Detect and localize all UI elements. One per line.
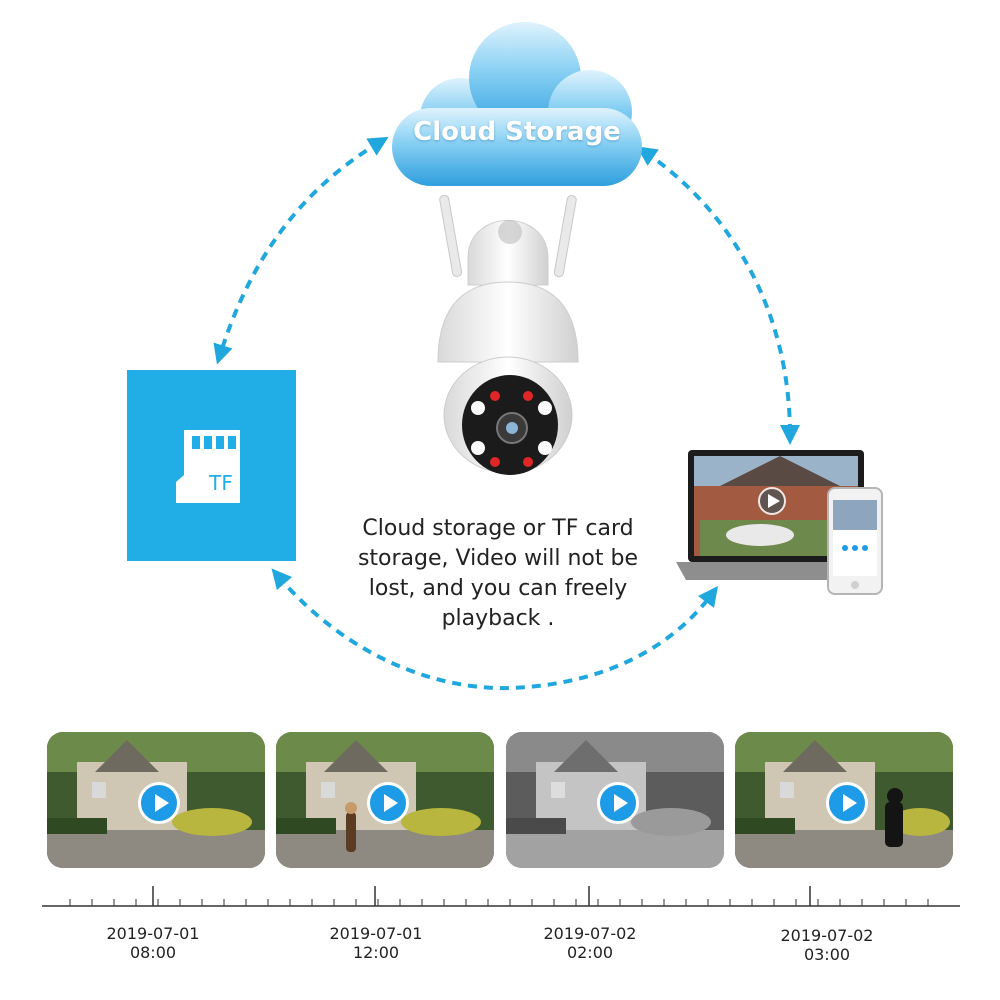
caption-line: lost, and you can freely — [368, 576, 628, 601]
video-thumbnail-4[interactable] — [735, 732, 953, 868]
timeline-date: 2019-07-01 — [106, 924, 200, 943]
house-scene-image — [276, 732, 494, 868]
video-thumbnail-1[interactable] — [47, 732, 265, 868]
arrow-cloud-to-tf — [213, 136, 389, 365]
timeline-time: 02:00 — [566, 943, 614, 962]
timeline-label-4: 2019-07-02 03:00 — [757, 926, 897, 964]
caption-line: playback . — [441, 606, 555, 631]
timeline-axis — [42, 886, 960, 907]
timeline-label-2: 2019-07-01 12:00 — [306, 924, 446, 962]
tf-card-label: TF — [209, 471, 233, 495]
timeline-time: 08:00 — [129, 943, 177, 962]
video-thumbnail-3[interactable] — [506, 732, 724, 868]
tf-card-tile — [127, 370, 296, 561]
video-thumbnail-2[interactable] — [276, 732, 494, 868]
timeline-date: 2019-07-02 — [543, 924, 637, 943]
play-icon[interactable] — [138, 782, 180, 824]
timeline-label-3: 2019-07-02 02:00 — [520, 924, 660, 962]
timeline-time: 12:00 — [352, 943, 400, 962]
camera-icon — [437, 194, 579, 475]
caption-line: storage, Video will not be — [357, 546, 639, 571]
timeline-date: 2019-07-01 — [329, 924, 423, 943]
timeline-time: 03:00 — [803, 945, 851, 964]
play-icon[interactable] — [597, 782, 639, 824]
arrow-cloud-to-devices — [636, 146, 800, 445]
play-icon[interactable] — [826, 782, 868, 824]
timeline-label-1: 2019-07-01 08:00 — [83, 924, 223, 962]
description-caption: Cloud storage or TF card storage, Video … — [330, 514, 666, 634]
caption-line: Cloud storage or TF card — [362, 516, 634, 541]
cloud-icon — [392, 22, 642, 186]
house-scene-image — [735, 732, 953, 868]
phone-icon — [827, 487, 883, 595]
timeline-date: 2019-07-02 — [780, 926, 874, 945]
cloud-storage-label: Cloud Storage — [413, 117, 621, 147]
play-icon[interactable] — [367, 782, 409, 824]
